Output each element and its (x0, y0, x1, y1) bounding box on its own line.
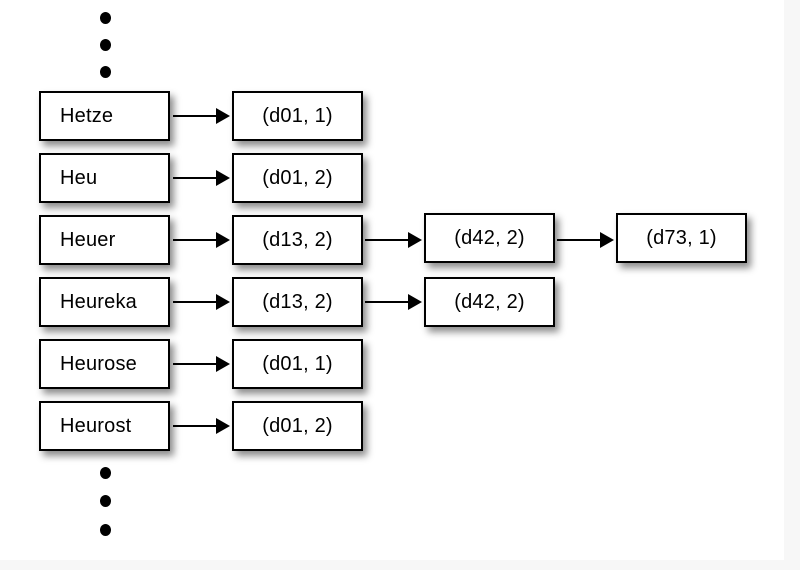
posting-box[interactable]: (d13, 2) (232, 215, 363, 265)
posting-box[interactable]: (d01, 1) (232, 339, 363, 389)
posting-box[interactable]: (d01, 2) (232, 401, 363, 451)
edge-term-to-posting1 (173, 301, 218, 303)
edge-term-to-posting1 (173, 115, 218, 117)
arrowhead-icon (216, 108, 230, 124)
edge-posting1-to-posting2 (365, 301, 410, 303)
ellipsis-bottom-dot-3 (100, 524, 111, 536)
ellipsis-bottom-dot-2 (100, 495, 111, 507)
posting-box[interactable]: (d01, 1) (232, 91, 363, 141)
term-box[interactable]: Heureka (39, 277, 170, 327)
posting-box[interactable]: (d42, 2) (424, 213, 555, 263)
term-box[interactable]: Hetze (39, 91, 170, 141)
ellipsis-top-dot-2 (100, 39, 111, 51)
edge-posting2-to-posting3 (557, 239, 602, 241)
ellipsis-top-dot-1 (100, 12, 111, 24)
edge-term-to-posting1 (173, 177, 218, 179)
arrowhead-icon (216, 170, 230, 186)
arrowhead-icon (216, 294, 230, 310)
posting-box[interactable]: (d13, 2) (232, 277, 363, 327)
posting-box[interactable]: (d01, 2) (232, 153, 363, 203)
arrowhead-icon (216, 356, 230, 372)
term-box[interactable]: Heuer (39, 215, 170, 265)
arrowhead-icon (216, 418, 230, 434)
ellipsis-bottom-dot-1 (100, 467, 111, 479)
arrowhead-icon (408, 232, 422, 248)
edge-posting1-to-posting2 (365, 239, 410, 241)
ellipsis-top-dot-3 (100, 66, 111, 78)
edge-term-to-posting1 (173, 425, 218, 427)
term-box[interactable]: Heu (39, 153, 170, 203)
arrowhead-icon (216, 232, 230, 248)
posting-box[interactable]: (d73, 1) (616, 213, 747, 263)
term-box[interactable]: Heurose (39, 339, 170, 389)
edge-term-to-posting1 (173, 363, 218, 365)
arrowhead-icon (408, 294, 422, 310)
term-box[interactable]: Heurost (39, 401, 170, 451)
arrowhead-icon (600, 232, 614, 248)
posting-box[interactable]: (d42, 2) (424, 277, 555, 327)
edge-term-to-posting1 (173, 239, 218, 241)
